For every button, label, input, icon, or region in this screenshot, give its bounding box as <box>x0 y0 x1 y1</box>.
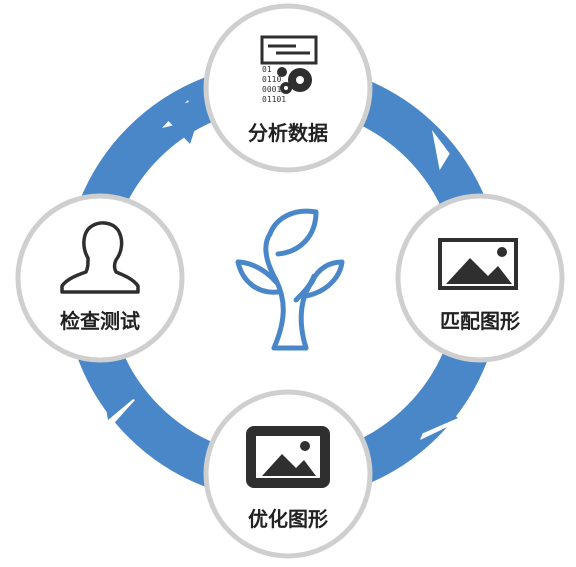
code-line-2: 0110 <box>262 75 281 84</box>
node-optimize-label: 优化图形 <box>248 507 328 531</box>
node-analyze: 01 0110 0001 01101 分析数据 <box>203 3 373 173</box>
code-line-3: 0001 <box>262 85 281 94</box>
node-optimize: 优化图形 <box>203 389 373 559</box>
node-match: 匹配图形 <box>395 193 565 363</box>
arrowhead-bottom-right <box>412 392 458 438</box>
arrowhead-top-left <box>160 96 206 144</box>
arrowhead-bottom-left <box>100 374 144 420</box>
arrowhead-top-right <box>430 150 476 196</box>
code-line-4: 01101 <box>262 95 286 104</box>
cycle-arrowheads <box>100 96 476 438</box>
node-test-circle <box>15 193 185 363</box>
code-line-1: 01 <box>262 65 272 74</box>
node-analyze-label: 分析数据 <box>248 121 328 145</box>
data-gears-icon: 01 0110 0001 01101 <box>260 35 318 104</box>
user-icon <box>60 221 140 294</box>
image-icon <box>438 238 518 290</box>
framed-image-icon <box>246 426 330 488</box>
node-test: 检查测试 <box>15 193 185 363</box>
sprout-tree-icon <box>235 208 345 351</box>
node-match-label: 匹配图形 <box>440 309 520 333</box>
node-test-label: 检查测试 <box>60 309 140 333</box>
